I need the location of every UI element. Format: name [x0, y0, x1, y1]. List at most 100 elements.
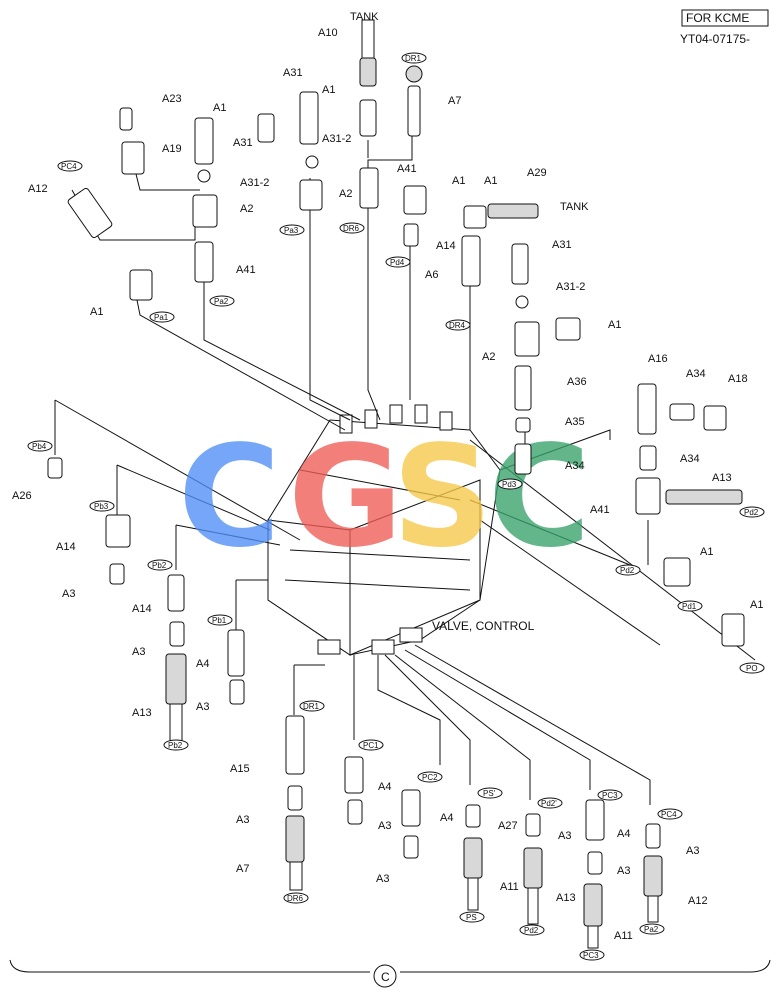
circle-letter: C — [381, 970, 390, 984]
port-dr1-top: DR1 — [405, 54, 422, 63]
valve-label: VALVE, CONTROL — [432, 619, 535, 633]
label-a7-b: A7 — [236, 863, 249, 875]
label-a34-c: A34 — [680, 453, 700, 465]
port-pd4: Pd4 — [390, 258, 405, 267]
watermark-letter-1: C — [178, 416, 281, 579]
label-a41-r: A41 — [590, 504, 610, 516]
label-a1-top: A1 — [322, 84, 335, 96]
port-pa3: Pa3 — [284, 226, 299, 235]
port-pd2-r: Pd2 — [744, 508, 759, 517]
port-pd2-prime: Pd2' — [541, 799, 557, 808]
label-a31-2-r: A31-2 — [556, 281, 585, 293]
part-labels: A10 TANK A1 A7 A31 A31-2 A23 A1 A31 A19 … — [12, 11, 763, 942]
label-a11-b1: A11 — [500, 881, 519, 893]
port-pb2: Pb2 — [152, 561, 167, 570]
label-a1-b: A1 — [213, 102, 226, 114]
fittings — [47, 19, 745, 949]
port-tags: DR1 PC4 Pa3 DR6 Pd4 DR4 Pa2 Pa1 Pb4 Pd3 … — [27, 52, 765, 961]
label-a41-left: A41 — [236, 264, 256, 276]
label-a31-b: A31 — [233, 137, 253, 149]
label-a3-l1: A3 — [62, 588, 75, 600]
label-a34-a: A34 — [565, 460, 585, 472]
label-a3-l3: A3 — [196, 701, 209, 713]
port-dr4: DR4 — [449, 321, 466, 330]
label-a3-b5: A3 — [617, 865, 630, 877]
watermark-letter-2: G — [288, 416, 403, 579]
label-a1-tank: A1 — [484, 175, 497, 187]
label-a35: A35 — [565, 416, 585, 428]
label-a41-mid: A41 — [397, 163, 417, 175]
port-pb3: Pb3 — [94, 502, 109, 511]
port-dr1-b: DR1 — [303, 702, 320, 711]
header-code: YT04-07175- — [680, 32, 750, 46]
port-pb2-b: Pb2 — [168, 741, 183, 750]
label-a31-2-top: A31-2 — [322, 133, 351, 145]
label-a14-l1: A14 — [56, 541, 76, 553]
label-a19: A19 — [162, 143, 182, 155]
port-ps-prime: PS' — [483, 789, 496, 798]
label-a4-b2: A4 — [440, 812, 453, 824]
port-pa2-b: Pa2 — [644, 925, 659, 934]
label-a13-r: A13 — [712, 472, 732, 484]
tank-label-right: TANK — [560, 201, 589, 213]
port-pd3: Pd3 — [502, 480, 517, 489]
label-a3-b6: A3 — [686, 845, 699, 857]
watermark-letter-3: S — [392, 416, 493, 579]
label-a13-l: A13 — [132, 707, 152, 719]
watermark-letter-4: C — [488, 416, 591, 579]
label-a2-r: A2 — [482, 351, 495, 363]
port-dr6-top: DR6 — [343, 224, 360, 233]
port-pc2: PC2 — [422, 773, 438, 782]
label-a13-b: A13 — [556, 892, 576, 904]
label-a26: A26 — [12, 490, 32, 502]
label-a15: A15 — [230, 763, 250, 775]
header-tag-box — [681, 9, 769, 27]
label-a12-top: A12 — [28, 183, 48, 195]
label-a31-top: A31 — [283, 67, 303, 79]
label-a10: A10 — [318, 27, 338, 39]
label-a3-b3: A3 — [376, 873, 389, 885]
port-pc1: PC1 — [363, 741, 379, 750]
label-a4-b3: A4 — [617, 828, 630, 840]
label-a4-b1: A4 — [378, 781, 391, 793]
port-pa2: Pa2 — [214, 297, 229, 306]
port-pc4-top: PC4 — [61, 162, 77, 171]
port-po: PO — [746, 664, 758, 673]
label-a16: A16 — [648, 353, 668, 365]
label-a34-b: A34 — [686, 368, 706, 380]
tank-label-top: TANK — [350, 11, 379, 23]
label-a12-b: A12 — [688, 895, 708, 907]
port-pd2-r2: Pd2 — [620, 566, 635, 575]
control-valve-body — [267, 404, 501, 656]
port-pa1: Pa1 — [154, 313, 169, 322]
port-ps: PS — [466, 913, 477, 922]
label-a27: A27 — [498, 820, 518, 832]
label-a4-l: A4 — [196, 658, 209, 670]
port-pc4-b: PC4 — [661, 810, 677, 819]
port-pc3: PC3 — [602, 791, 618, 800]
bottom-bracket — [9, 959, 771, 988]
label-a1-r: A1 — [452, 175, 465, 187]
port-pc3-b: PC3 — [583, 951, 599, 960]
port-pb1: Pb1 — [212, 616, 227, 625]
port-dr6-b: DR6 — [287, 894, 304, 903]
label-a29: A29 — [527, 167, 547, 179]
label-a3-b1: A3 — [236, 814, 249, 826]
label-a3-b4: A3 — [558, 830, 571, 842]
label-a2-mid: A2 — [339, 188, 352, 200]
label-a36: A36 — [567, 376, 587, 388]
label-a31-r: A31 — [552, 239, 572, 251]
label-a6: A6 — [425, 269, 438, 281]
label-a18: A18 — [728, 373, 748, 385]
port-pb4: Pb4 — [32, 442, 47, 451]
label-a2-left: A2 — [240, 203, 253, 215]
label-a3-l2: A3 — [132, 646, 145, 658]
label-a11-b2: A11 — [614, 930, 633, 942]
label-a7: A7 — [448, 95, 461, 107]
label-a1-po: A1 — [750, 599, 763, 611]
label-a14-top: A14 — [436, 240, 456, 252]
label-a1-far: A1 — [608, 319, 621, 331]
header-tag: FOR KCME — [686, 11, 749, 25]
label-a1-pd1: A1 — [700, 546, 713, 558]
